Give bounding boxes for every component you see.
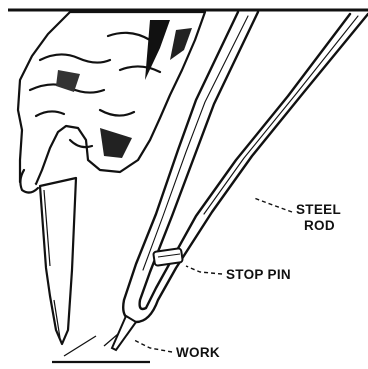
steel-rod-label-line2: ROD bbox=[304, 218, 335, 233]
stop-pin-label: STOP PIN bbox=[226, 267, 291, 282]
work-piece bbox=[52, 334, 150, 362]
scriber-tool bbox=[40, 178, 76, 344]
hand-illustration bbox=[18, 12, 205, 193]
stop-pin-leader bbox=[186, 266, 222, 274]
gauge-point bbox=[112, 316, 136, 350]
stop-pin bbox=[153, 248, 183, 266]
steel-rod-leader bbox=[254, 198, 292, 212]
work-leader bbox=[134, 340, 172, 352]
work-label: WORK bbox=[176, 345, 220, 360]
steel-rod-label-line1: STEEL bbox=[296, 202, 341, 217]
